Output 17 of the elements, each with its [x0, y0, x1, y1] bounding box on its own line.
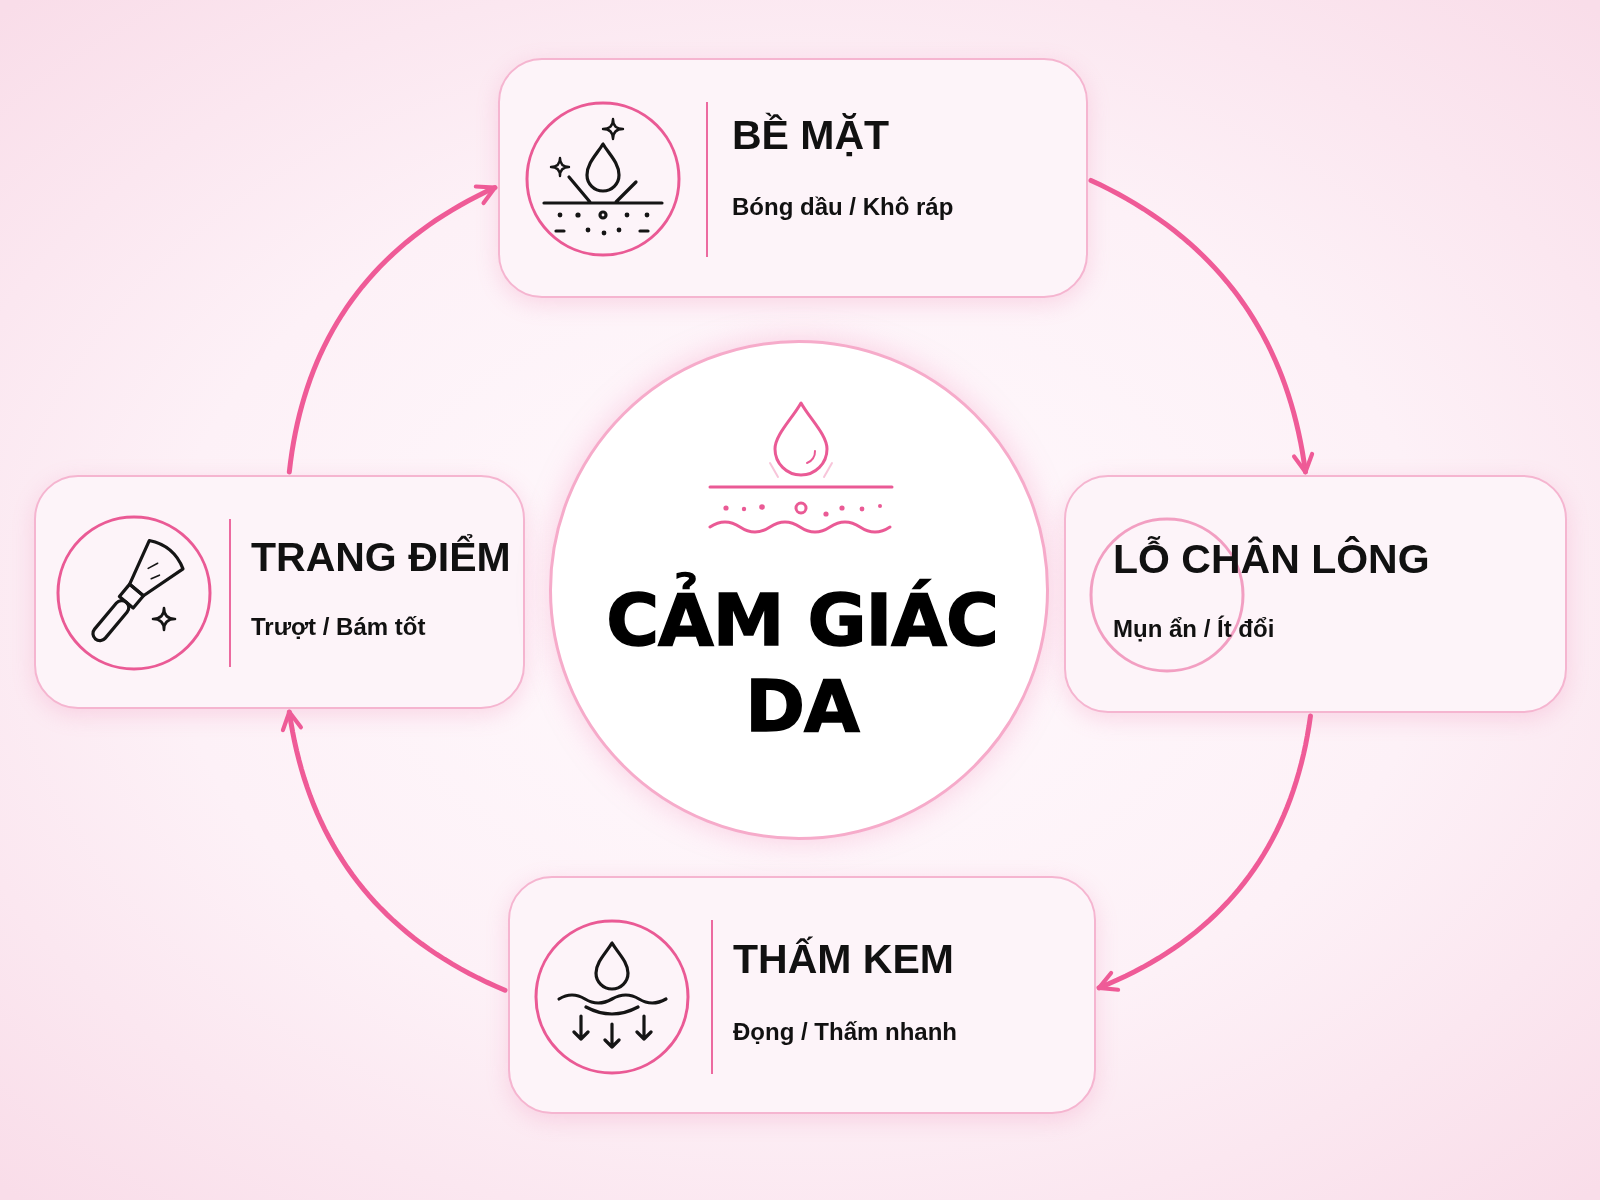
cycle-arrow	[286, 184, 498, 475]
feature-card	[508, 876, 1096, 1114]
card-title: LỖ CHÂN LÔNG	[1113, 535, 1430, 584]
feature-card	[34, 475, 525, 709]
card-subtitle: Đọng / Thấm nhanh	[733, 1017, 957, 1046]
hub-title: CẢM GIÁC DA	[582, 563, 1022, 757]
card-title: TRANG ĐIỂM	[251, 533, 511, 582]
cycle-arrow	[1088, 177, 1315, 475]
card-subtitle: Bóng dầu / Khô ráp	[732, 192, 954, 221]
feature-card	[1064, 475, 1567, 713]
card-title: BỀ MẶT	[732, 111, 890, 160]
feature-card	[498, 58, 1088, 298]
card-title: THẤM KEM	[733, 935, 954, 984]
card-subtitle: Mụn ẩn / Ít đổi	[1113, 614, 1275, 643]
card-subtitle: Trượt / Bám tốt	[251, 612, 426, 641]
cycle-arrow	[1096, 713, 1313, 992]
cycle-arrow	[280, 709, 508, 993]
